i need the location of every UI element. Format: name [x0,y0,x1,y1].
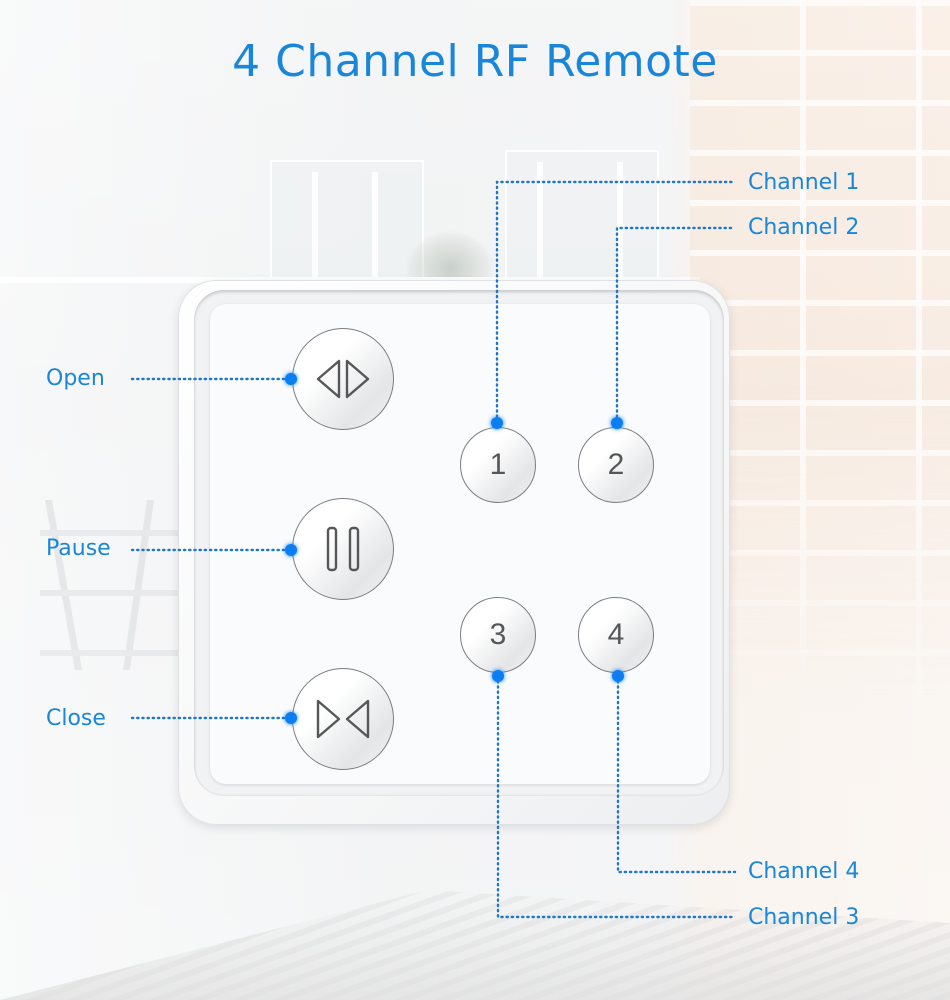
pause-label: Pause [46,536,111,561]
page-title: 4 Channel RF Remote [232,36,718,87]
background-plant [405,230,495,278]
channel-2-number: 2 [607,448,625,481]
channel-1-number: 1 [489,448,507,481]
close-arrows-icon [316,699,370,739]
pause-icon [326,526,360,572]
channel-3-label: Channel 3 [748,905,860,930]
channel-1-button[interactable]: 1 [460,427,536,503]
background-window-left [270,160,424,284]
open-label: Open [46,366,105,391]
close-label: Close [46,706,106,731]
pause-button[interactable] [292,498,394,600]
background-ladder [40,500,180,670]
channel-4-label: Channel 4 [748,859,860,884]
close-button[interactable] [292,668,394,770]
open-button[interactable] [292,328,394,430]
channel-2-label: Channel 2 [748,215,860,240]
channel-2-button[interactable]: 2 [578,427,654,503]
channel-4-button[interactable]: 4 [578,597,654,673]
channel-4-number: 4 [607,618,625,651]
channel-1-label: Channel 1 [748,170,860,195]
channel-3-number: 3 [489,618,507,651]
channel-3-button[interactable]: 3 [460,597,536,673]
remote-panel [210,304,710,784]
open-arrows-icon [316,359,370,399]
